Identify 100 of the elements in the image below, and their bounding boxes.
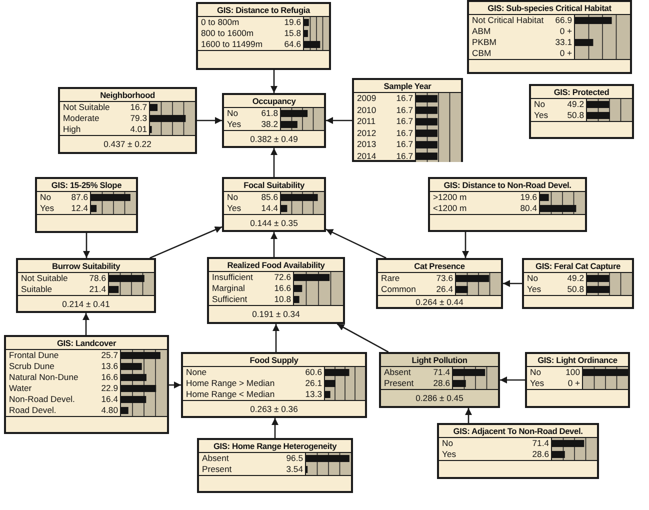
probability-value: 78.6 xyxy=(89,273,107,284)
belief-node-box xyxy=(525,352,630,408)
probability-value: 19.6 xyxy=(520,192,538,203)
state-label: 2010 xyxy=(357,104,376,116)
probability-value: 0 + xyxy=(560,48,573,59)
state-label: Absent xyxy=(384,367,411,378)
state-label: 2014 xyxy=(357,150,376,162)
arrow xyxy=(326,117,352,124)
state-label: None xyxy=(186,367,207,378)
arrow xyxy=(82,313,90,335)
probability-value: 49.2 xyxy=(567,273,585,284)
expected-value: 0.437 ± 0.22 xyxy=(104,139,152,149)
probability-value: 16.7 xyxy=(396,150,414,162)
state-label: No xyxy=(227,192,238,203)
probability-value: 50.8 xyxy=(567,284,585,295)
state-label: 2012 xyxy=(357,128,376,139)
state-label: Scrub Dune xyxy=(9,361,54,372)
state-label: Yes xyxy=(227,119,242,130)
arrow xyxy=(465,408,472,423)
state-label: >1200 m xyxy=(433,192,467,203)
state-label: Suitable xyxy=(21,284,52,295)
state-label: No xyxy=(442,438,453,449)
state-label: Not Suitable xyxy=(21,273,68,284)
state-label: Yes xyxy=(530,378,544,389)
probability-value: 73.6 xyxy=(436,273,454,284)
belief-node-box xyxy=(207,257,345,324)
state-label: 800 to 1600m xyxy=(201,28,254,39)
state-label: Absent xyxy=(202,453,229,464)
probability-value: 60.6 xyxy=(305,367,323,378)
state-label: PKBM xyxy=(472,37,496,48)
expected-value: 0.144 ± 0.35 xyxy=(250,218,298,228)
state-label: Rare xyxy=(381,273,400,284)
probability-value: 16.6 xyxy=(101,372,119,383)
state-label: No xyxy=(227,108,238,119)
probability-value: 26.1 xyxy=(305,378,323,389)
state-label: Home Range < Median xyxy=(186,389,275,400)
belief-node-box xyxy=(376,258,503,309)
state-label: Natural Non-Dune xyxy=(9,372,78,383)
state-label: 2011 xyxy=(357,116,376,128)
belief-node-box xyxy=(428,177,587,232)
probability-value: 13.6 xyxy=(101,361,119,372)
state-label: 1600 to 11499m xyxy=(201,39,262,50)
probability-value: 12.4 xyxy=(71,203,89,214)
probability-value: 85.6 xyxy=(261,192,279,203)
state-label: Common xyxy=(381,284,416,295)
arrow xyxy=(503,280,522,287)
expected-value: 0.382 ± 0.49 xyxy=(250,134,298,144)
state-label: Not Critical Habitat xyxy=(472,15,544,26)
probability-value: 33.1 xyxy=(555,37,573,48)
probability-value: 26.4 xyxy=(436,284,454,295)
belief-node-box xyxy=(16,258,156,313)
arrow xyxy=(270,232,278,257)
belief-node-box xyxy=(522,258,634,309)
state-label: 2009 xyxy=(357,93,376,104)
state-label: Not Suitable xyxy=(63,102,110,113)
state-label: Sufficient xyxy=(212,294,248,305)
arrow xyxy=(150,226,222,259)
state-label: Present xyxy=(202,464,232,475)
probability-value: 87.6 xyxy=(71,192,89,203)
belief-node-box xyxy=(35,177,138,233)
arrow xyxy=(326,228,386,259)
probability-value: 71.4 xyxy=(433,367,451,378)
probability-value: 13.3 xyxy=(305,389,323,400)
probability-value: 64.6 xyxy=(284,39,302,50)
state-label: Yes xyxy=(442,449,456,460)
probability-value: 71.4 xyxy=(532,438,550,449)
probability-value: 4.80 xyxy=(101,405,119,416)
probability-value: 25.7 xyxy=(101,350,119,361)
probability-value: 14.4 xyxy=(261,203,279,214)
arrow xyxy=(197,117,222,124)
probability-value: 66.9 xyxy=(555,15,573,26)
belief-node-box xyxy=(4,335,169,434)
probability-value: 21.4 xyxy=(89,284,107,295)
belief-node-box xyxy=(379,352,500,408)
probability-value: 3.54 xyxy=(286,464,304,475)
state-label: Yes xyxy=(527,284,542,295)
probability-value: 79.3 xyxy=(130,113,148,124)
probability-value: 16.7 xyxy=(396,116,414,128)
arrow xyxy=(169,382,181,388)
state-label: Non-Road Devel. xyxy=(9,394,75,405)
belief-node-box xyxy=(222,177,326,232)
state-label: No xyxy=(40,192,51,203)
probability-value: 10.8 xyxy=(274,294,292,305)
state-label: Marginal xyxy=(212,283,245,294)
belief-node-box xyxy=(352,78,463,162)
probability-value: 96.5 xyxy=(286,453,304,464)
expected-value: 0.214 ± 0.41 xyxy=(62,298,110,308)
state-label: High xyxy=(63,124,81,135)
arrow xyxy=(336,323,389,353)
probability-value: 16.7 xyxy=(396,93,414,104)
probability-value: 0 + xyxy=(568,378,581,389)
probability-value: 16.7 xyxy=(130,102,148,113)
arrow xyxy=(270,148,278,177)
probability-value: 0 + xyxy=(560,26,573,37)
expected-value: 0.264 ± 0.44 xyxy=(416,296,464,306)
arrow xyxy=(462,232,469,258)
belief-node-box xyxy=(529,84,634,139)
probability-value: 16.7 xyxy=(396,104,414,116)
probability-value: 80.4 xyxy=(520,203,538,214)
belief-node-box xyxy=(467,0,632,74)
